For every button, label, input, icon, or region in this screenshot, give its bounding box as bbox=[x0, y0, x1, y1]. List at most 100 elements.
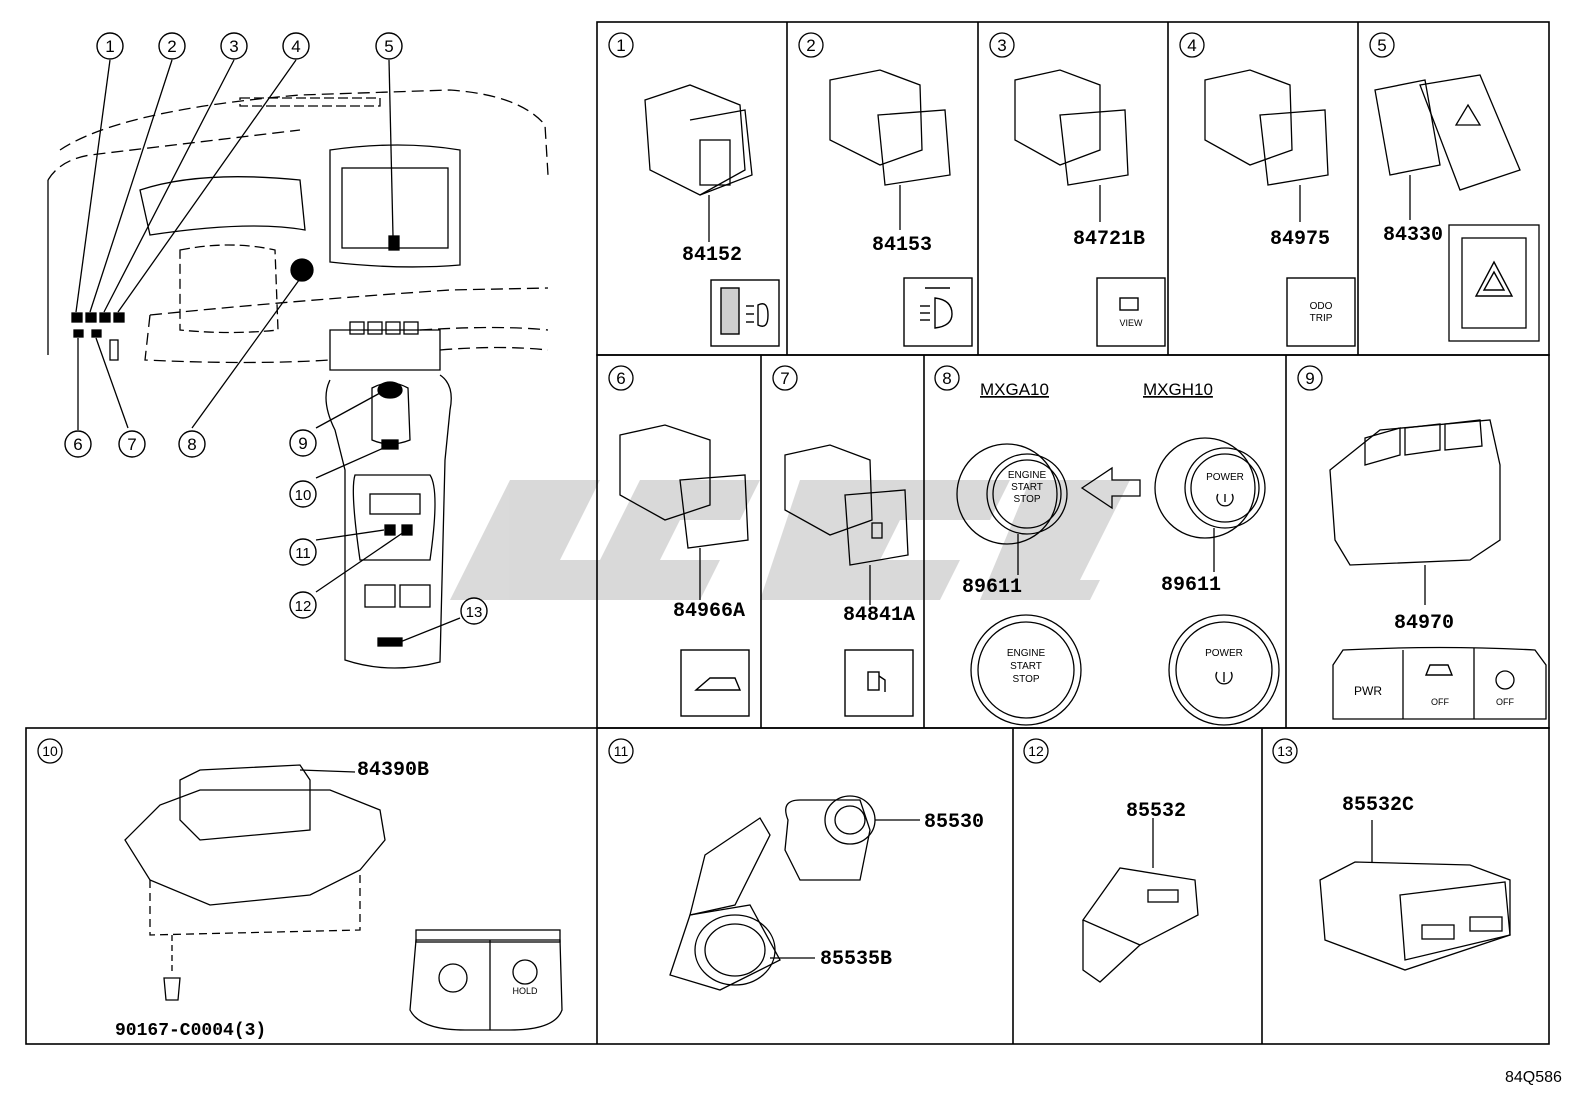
part-number-85532: 85532 bbox=[1126, 800, 1186, 823]
svg-text:2: 2 bbox=[806, 36, 815, 55]
part-84721B-drawing bbox=[1014, 69, 1129, 222]
part-number-84975: 84975 bbox=[1270, 228, 1330, 251]
part-89611-drawings bbox=[956, 437, 1280, 726]
svg-text:9: 9 bbox=[1305, 369, 1314, 388]
part-84970-drawing bbox=[1329, 419, 1547, 720]
svg-text:5: 5 bbox=[384, 37, 393, 56]
part-84975-drawing bbox=[1204, 69, 1329, 222]
svg-text:6: 6 bbox=[73, 435, 82, 454]
dashboard-overview bbox=[47, 59, 549, 669]
part-number-85530: 85530 bbox=[924, 811, 984, 834]
panel-6-icon-tile bbox=[680, 649, 750, 717]
part-number-labels: 84152 84153 84721B 84975 84330 84966A 84… bbox=[115, 224, 1454, 1041]
button-texts: ENGINE START STOP POWER ENGINE START STO… bbox=[512, 301, 1514, 996]
panel-5-icon-tile bbox=[1474, 260, 1514, 297]
panel-9-number: 9 bbox=[1297, 365, 1323, 391]
watermark-logo bbox=[450, 480, 1130, 600]
part-85530-drawing bbox=[784, 795, 920, 881]
stop-text-1: STOP bbox=[1013, 494, 1040, 505]
view-text: VIEW bbox=[1119, 318, 1143, 328]
part-number-84721B: 84721B bbox=[1073, 228, 1145, 251]
svg-text:11: 11 bbox=[295, 545, 311, 562]
svg-text:13: 13 bbox=[1277, 743, 1293, 759]
callout-9: 9 bbox=[289, 429, 317, 457]
callout-12: 12 bbox=[289, 591, 317, 619]
callout-7: 7 bbox=[118, 430, 146, 458]
panel-grid bbox=[25, 21, 1550, 1045]
part-84966A-drawing bbox=[619, 424, 749, 600]
part-number-89611-b: 89611 bbox=[1161, 574, 1221, 597]
svg-text:8: 8 bbox=[942, 369, 951, 388]
camera-view-icon bbox=[1119, 297, 1139, 311]
svg-text:4: 4 bbox=[1187, 36, 1196, 55]
panel-3-icon-tile bbox=[1096, 277, 1166, 347]
svg-text:9: 9 bbox=[298, 434, 307, 453]
panel-1-number: 1 bbox=[608, 32, 634, 58]
svg-text:11: 11 bbox=[614, 743, 629, 759]
callout-13: 13 bbox=[460, 597, 488, 625]
fuel-lid-icon bbox=[867, 671, 880, 691]
callout-5: 5 bbox=[375, 32, 403, 60]
model-mxga10: MXGA10 bbox=[980, 380, 1049, 399]
svg-text:13: 13 bbox=[466, 604, 483, 621]
power-text-1: POWER bbox=[1206, 472, 1244, 483]
start-text-1: START bbox=[1011, 482, 1043, 493]
svg-text:7: 7 bbox=[780, 369, 789, 388]
svg-text:1: 1 bbox=[616, 36, 625, 55]
part-number-84841A: 84841A bbox=[843, 604, 915, 627]
panel-6-number: 6 bbox=[608, 365, 634, 391]
svg-text:8: 8 bbox=[187, 435, 196, 454]
panel-2-icon-tile bbox=[903, 277, 973, 347]
part-number-85535B: 85535B bbox=[820, 948, 892, 971]
engine-text-1: ENGINE bbox=[1008, 470, 1047, 481]
part-number-84152: 84152 bbox=[682, 244, 742, 267]
svg-text:1: 1 bbox=[105, 37, 114, 56]
pwr-text: PWR bbox=[1354, 684, 1382, 698]
vsc-off-text: OFF bbox=[1431, 697, 1449, 707]
part-84152-drawing bbox=[644, 84, 753, 242]
part-number-84970: 84970 bbox=[1394, 612, 1454, 635]
part-85535B-drawing bbox=[669, 817, 815, 991]
callout-1: 1 bbox=[96, 32, 124, 60]
panel-12-number: 12 bbox=[1023, 738, 1049, 764]
svg-text:10: 10 bbox=[42, 743, 58, 759]
panel-numbers: 1 2 3 4 5 6 7 8 9 10 11 12 13 bbox=[37, 32, 1395, 764]
part-number-84390B: 84390B bbox=[357, 759, 429, 782]
icon-tiles bbox=[680, 260, 1514, 717]
stop-text-2: STOP bbox=[1012, 674, 1039, 685]
panel-4-icon-tile bbox=[1286, 277, 1356, 347]
part-number-84966A: 84966A bbox=[673, 600, 745, 623]
panel-3-number: 3 bbox=[989, 32, 1015, 58]
panel-13-number: 13 bbox=[1272, 738, 1298, 764]
panel-5-number: 5 bbox=[1369, 32, 1395, 58]
part-84841A-drawing bbox=[784, 444, 909, 605]
part-84153-drawing bbox=[829, 69, 951, 230]
part-number-89611-a: 89611 bbox=[962, 576, 1022, 599]
part-85532-drawing bbox=[1082, 818, 1199, 983]
part-drawings bbox=[124, 69, 1547, 1031]
part-number-90167: 90167-C0004(3) bbox=[115, 1021, 266, 1041]
svg-text:2: 2 bbox=[167, 37, 176, 56]
model-labels: MXGA10 MXGH10 bbox=[980, 380, 1213, 399]
engine-text-2: ENGINE bbox=[1007, 648, 1046, 659]
svg-text:10: 10 bbox=[295, 487, 312, 504]
hazard-triangle-icon bbox=[1474, 260, 1514, 297]
vsc-off-icon bbox=[1424, 664, 1454, 676]
panel-9-icon-tile bbox=[1424, 664, 1454, 676]
start-text-2: START bbox=[1010, 661, 1042, 672]
callout-6: 6 bbox=[64, 430, 92, 458]
hold-text: HOLD bbox=[512, 986, 538, 996]
part-84390B-drawing bbox=[124, 764, 563, 1031]
part-number-85532C: 85532C bbox=[1342, 794, 1414, 817]
svg-text:5: 5 bbox=[1377, 36, 1386, 55]
headlight-level-icon bbox=[757, 303, 769, 327]
panel-7-icon-tile bbox=[844, 649, 914, 717]
svg-text:12: 12 bbox=[1028, 743, 1044, 759]
svg-text:7: 7 bbox=[127, 435, 136, 454]
panel-7-number: 7 bbox=[772, 365, 798, 391]
callout-2: 2 bbox=[158, 32, 186, 60]
callout-3: 3 bbox=[220, 32, 248, 60]
callout-8: 8 bbox=[178, 430, 206, 458]
trip-text: TRIP bbox=[1310, 313, 1333, 324]
panel-1-icon-tile bbox=[710, 279, 780, 347]
